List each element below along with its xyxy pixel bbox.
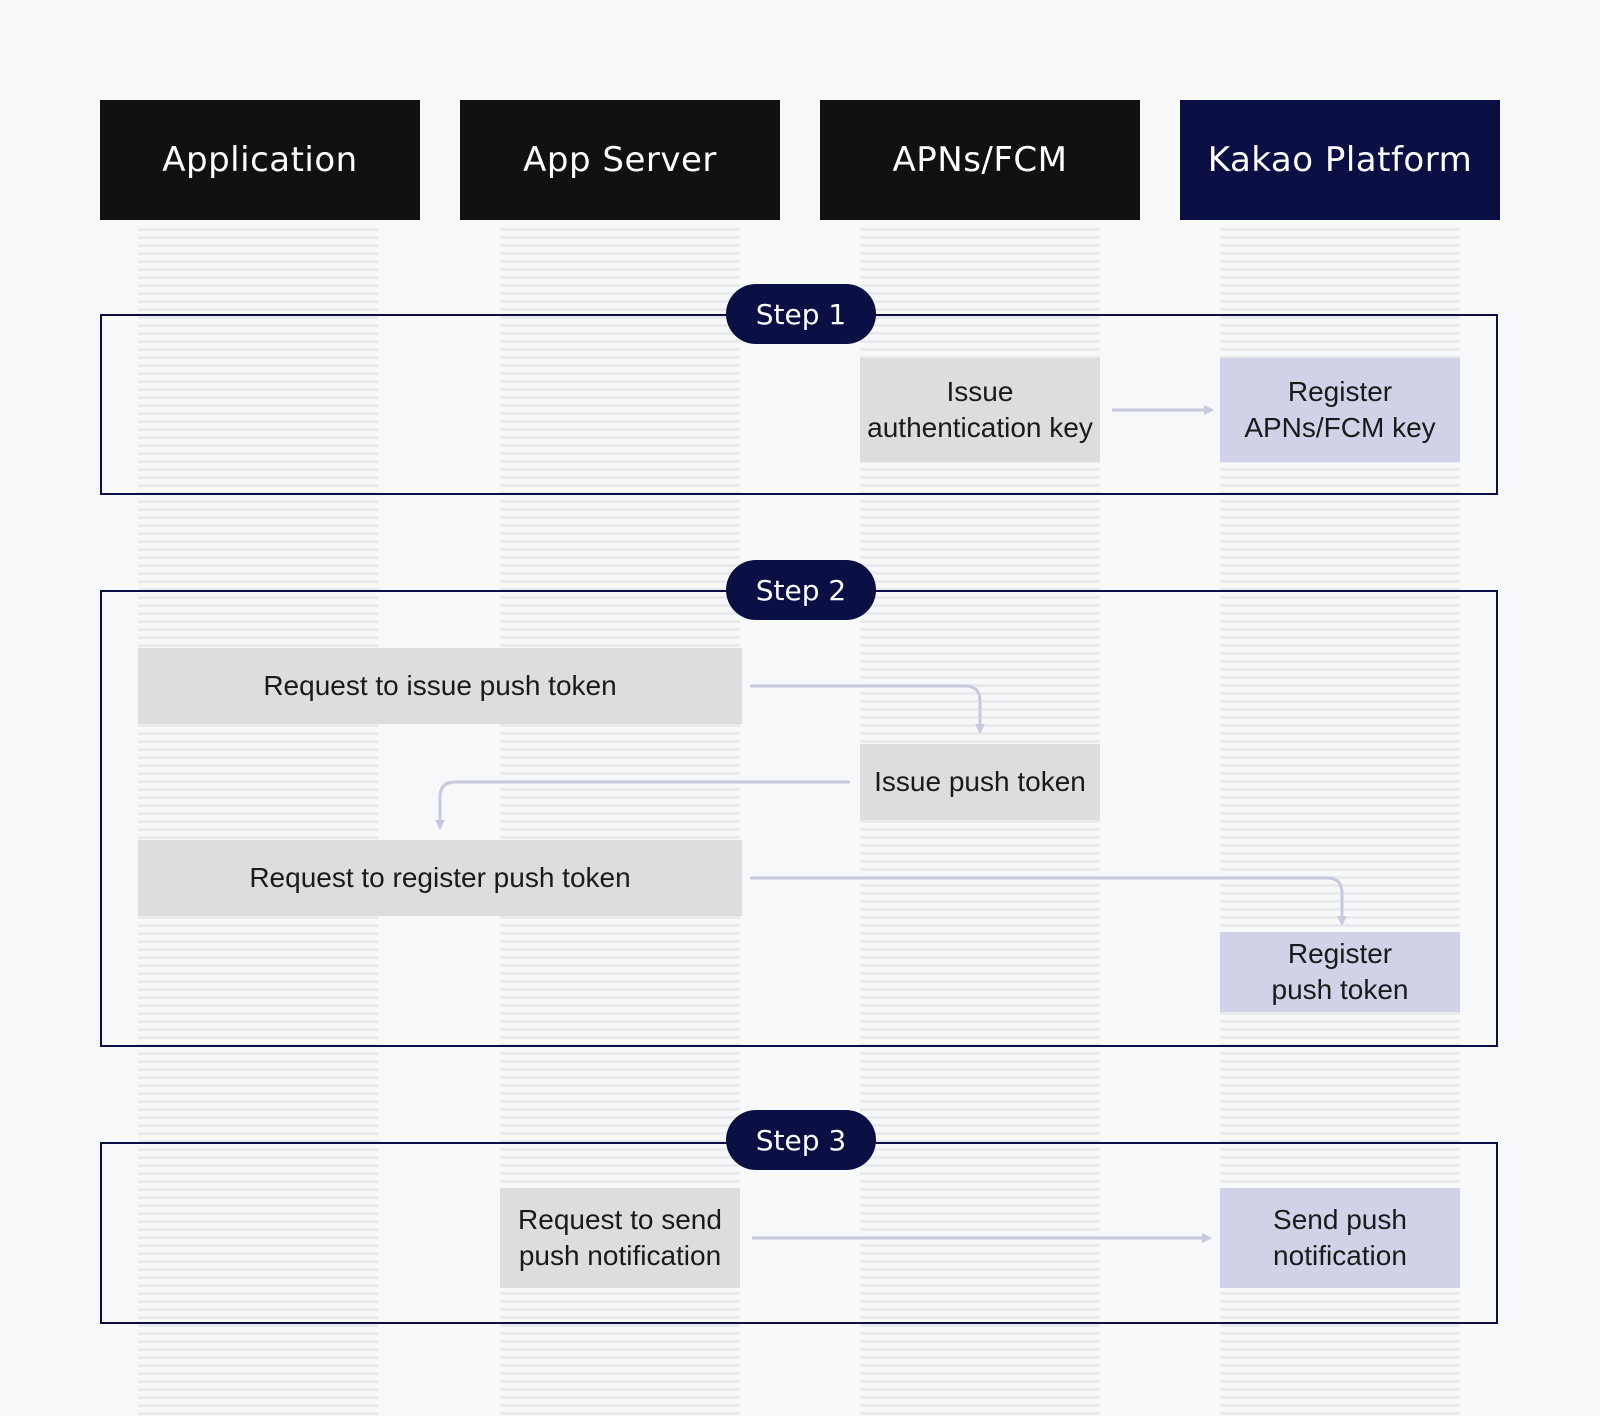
lane-header-apns-fcm: APNs/FCM <box>820 100 1140 220</box>
step-1-badge: Step 1 <box>726 284 876 344</box>
box-request-register-push-token-label: Request to register push token <box>249 862 631 893</box>
step-3-badge: Step 3 <box>726 1110 876 1170</box>
box-register-push-token: Register push token <box>1220 932 1460 1012</box>
lane-header-kakao-platform: Kakao Platform <box>1180 100 1500 220</box>
box-register-apns-fcm-key-label: Register APNs/FCM key <box>1244 376 1436 443</box>
box-issue-authentication-key-label: Issue authentication key <box>867 376 1093 443</box>
box-request-send-push-notification: Request to send push notification <box>500 1188 740 1288</box>
box-request-issue-push-token-label: Request to issue push token <box>263 670 617 701</box>
box-issue-push-token-label: Issue push token <box>874 766 1086 797</box>
box-send-push-notification-label: Send push notification <box>1273 1204 1407 1271</box>
box-register-push-token-label: Register push token <box>1271 938 1409 1005</box>
box-request-register-push-token: Request to register push token <box>138 840 742 916</box>
lane-header-app-server: App Server <box>460 100 780 220</box>
box-send-push-notification: Send push notification <box>1220 1188 1460 1288</box>
box-issue-push-token: Issue push token <box>860 744 1100 820</box>
lane-application-track <box>138 228 378 1416</box>
step-2-badge: Step 2 <box>726 560 876 620</box>
box-request-issue-push-token: Request to issue push token <box>138 648 742 724</box>
box-request-send-push-notification-label: Request to send push notification <box>518 1204 722 1271</box>
box-register-apns-fcm-key: Register APNs/FCM key <box>1220 358 1460 462</box>
box-issue-authentication-key: Issue authentication key <box>860 358 1100 462</box>
lane-header-application: Application <box>100 100 420 220</box>
